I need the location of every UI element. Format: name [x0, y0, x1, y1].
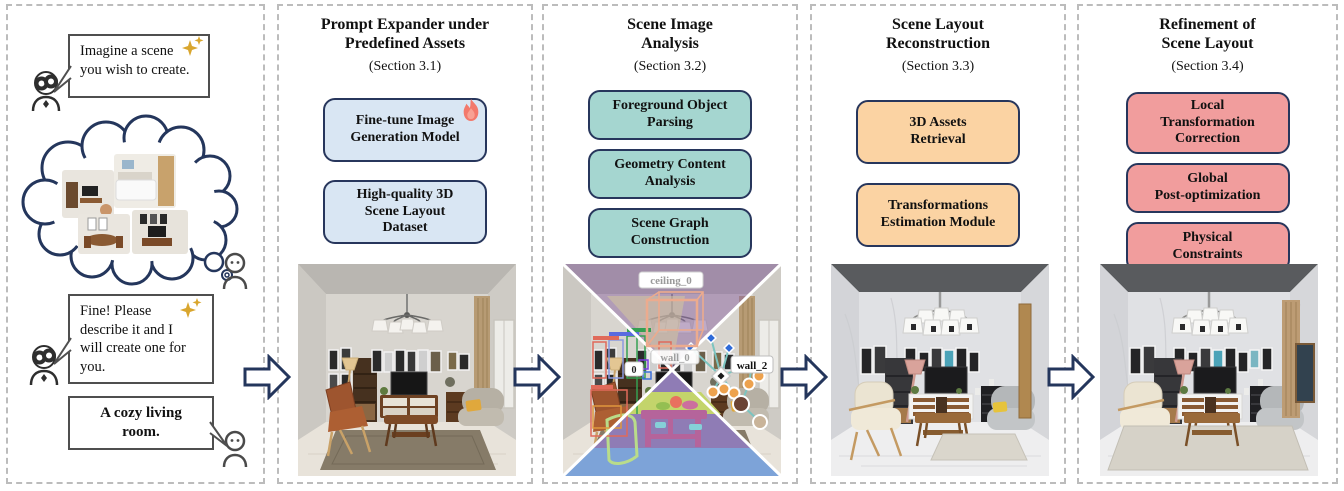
scene-analysis-image: ceiling_0 wall_0 0 wall_2 [561, 262, 783, 478]
speech-bubble-fine: Fine! Please describe it and I will crea… [68, 294, 214, 385]
stage-box-foreground-parsing: Foreground Object Parsing [588, 90, 752, 140]
stage-panel-layout-reconstruction: Scene Layout Reconstruction (Section 3.3… [810, 4, 1066, 484]
stage-box-label: 3D Assets Retrieval [909, 115, 967, 147]
stage-box-label: Fine-tune Image Generation Model [350, 113, 460, 145]
speech-bubble-imagine: Imagine a scene you wish to create. [68, 34, 210, 98]
sparkles-icon [180, 298, 202, 318]
scene-labels: ceiling_0 wall_0 0 wall_2 [624, 271, 774, 377]
ceiling-label: ceiling_0 [650, 275, 692, 287]
reconstructed-scene-image [829, 262, 1051, 478]
stage-box-assets-retrieval: 3D Assets Retrieval [856, 100, 1020, 164]
sparkles-icon [182, 36, 204, 56]
stage-box-label: Scene Graph Construction [630, 216, 710, 248]
stage-box-label: Local Transformation Correction [1160, 98, 1255, 147]
person-icon [222, 430, 248, 468]
stage-section-label: (Section 3.3) [901, 58, 975, 74]
segmentation-mask [563, 370, 781, 476]
stage-box-label: Geometry Content Analysis [614, 157, 726, 189]
dream-room-collage [62, 154, 188, 254]
wall0-label: wall_0 [660, 353, 689, 364]
yellow-pillow [992, 401, 1008, 413]
stage-title: Refinement of Scene Layout [1159, 16, 1256, 52]
stage-title: Scene Image Analysis [627, 16, 713, 52]
stage-box-dataset: High-quality 3D Scene Layout Dataset [323, 180, 487, 244]
stage-section-label: (Section 3.1) [368, 58, 442, 74]
stage-box-label: Transformations Estimation Module [880, 198, 996, 230]
speech-bubble-cozy: A cozy living room. [68, 396, 214, 451]
stage-panel-layout-refinement: Refinement of Scene Layout (Section 3.4)… [1077, 4, 1338, 484]
refined-scene-image [1098, 262, 1320, 478]
stage-box-scene-graph: Scene Graph Construction [588, 208, 752, 258]
stage-box-global-postopt: Global Post-optimization [1125, 162, 1290, 213]
robot-icon [29, 345, 59, 386]
flow-arrow-right [1047, 354, 1095, 400]
stage-box-label: Foreground Object Parsing [612, 98, 728, 130]
stage-box-local-correction: Local Transformation Correction [1125, 92, 1290, 154]
stage-box-label: High-quality 3D Scene Layout Dataset [356, 187, 454, 236]
wall2-label: wall_2 [737, 360, 768, 372]
stage-box-transform-estimation: Transformations Estimation Module [856, 183, 1020, 247]
detection-labels [591, 328, 651, 389]
person-icon [222, 252, 248, 290]
node0-label: 0 [632, 365, 637, 376]
tall-frame [1295, 343, 1315, 403]
stage-box-finetune-model: Fine-tune Image Generation Model [323, 98, 487, 162]
stage-panel-scene-analysis: Scene Image Analysis (Section 3.2) Foreg… [542, 4, 798, 484]
stage-box-label: Physical Constraints [1172, 230, 1243, 262]
stage-title: Scene Layout Reconstruction [886, 16, 990, 52]
stage-section-label: (Section 3.2) [633, 58, 707, 74]
stage-section-label: (Section 3.4) [1171, 58, 1244, 74]
flow-arrow-right [243, 354, 291, 400]
stage-box-label: Global Post-optimization [1154, 171, 1261, 203]
stage-box-geometry-analysis: Geometry Content Analysis [588, 149, 752, 199]
stage-title: Prompt Expander under Predefined Assets [320, 16, 490, 52]
bubble-tail [54, 65, 72, 93]
wood-panel [1018, 303, 1032, 419]
large-rug [1107, 425, 1309, 471]
thought-cloud [21, 114, 239, 286]
flame-icon [463, 99, 479, 121]
robot-icon [31, 71, 61, 112]
bubble-tail [209, 421, 227, 447]
dialog-panel: Imagine a scene you wish to create. [6, 4, 265, 484]
generated-scene-image [296, 262, 518, 478]
chandelier-3d-box [645, 291, 704, 348]
flow-arrow-right [780, 354, 828, 400]
stage-panel-prompt-expander: Prompt Expander under Predefined Assets … [277, 4, 533, 484]
quadrant-dividers [561, 262, 783, 478]
small-rug [930, 433, 1028, 461]
bubble-tail [54, 337, 72, 365]
flow-arrow-right [513, 354, 561, 400]
